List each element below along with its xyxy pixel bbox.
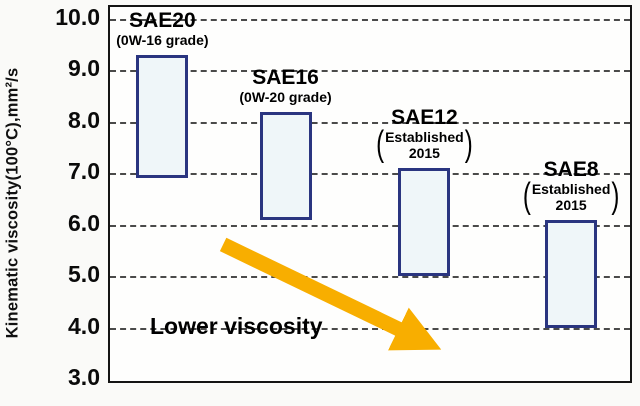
category-name: SAE8 bbox=[543, 157, 599, 181]
y-tick-label: 9.0 bbox=[68, 55, 100, 82]
y-axis-label-gutter: Kinematic viscosity(100°C),mm²/s bbox=[0, 0, 26, 406]
y-tick-label: 6.0 bbox=[68, 209, 100, 236]
gridline bbox=[110, 224, 630, 227]
gridline bbox=[110, 70, 630, 73]
open-paren: ( bbox=[376, 124, 385, 165]
category-sublabel: (0W-20 grade) bbox=[239, 88, 332, 105]
range-bar bbox=[398, 168, 451, 277]
gridline bbox=[110, 121, 630, 124]
category-name: SAE20 bbox=[129, 9, 196, 32]
category-name: SAE16 bbox=[252, 65, 319, 89]
range-bar bbox=[545, 219, 598, 328]
close-paren: ) bbox=[464, 124, 473, 165]
category-name: SAE12 bbox=[391, 106, 458, 130]
range-bar bbox=[259, 111, 312, 220]
category-label: SAE20(0W-16 grade) bbox=[116, 9, 208, 48]
open-paren: ( bbox=[522, 175, 531, 217]
y-tick-label: 3.0 bbox=[68, 364, 100, 390]
y-tick-label: 4.0 bbox=[68, 312, 100, 339]
lower-viscosity-arrow bbox=[219, 237, 442, 351]
plot-area: Lower viscosity SAE20(0W-16 grade)SAE16(… bbox=[108, 5, 632, 383]
gridline bbox=[110, 327, 630, 330]
y-axis-label: Kinematic viscosity(100°C),mm²/s bbox=[3, 67, 22, 339]
close-paren: ) bbox=[611, 175, 620, 217]
gridline bbox=[110, 276, 630, 279]
gridline bbox=[110, 19, 630, 21]
gridline bbox=[110, 173, 630, 176]
range-bar bbox=[136, 55, 189, 179]
category-sublabel: (0W-16 grade) bbox=[116, 32, 209, 48]
lower-viscosity-label: Lower viscosity bbox=[150, 313, 323, 339]
y-tick-label: 7.0 bbox=[68, 158, 100, 185]
y-tick-label: 5.0 bbox=[68, 261, 100, 288]
category-label: SAE16(0W-20 grade) bbox=[239, 66, 331, 105]
y-tick-label: 10.0 bbox=[55, 4, 100, 30]
arrow-shaft bbox=[219, 237, 442, 351]
y-tick-label: 8.0 bbox=[68, 106, 100, 133]
y-axis-ticks: 10.0 9.0 8.0 7.0 6.0 5.0 4.0 3.0 bbox=[24, 0, 106, 406]
